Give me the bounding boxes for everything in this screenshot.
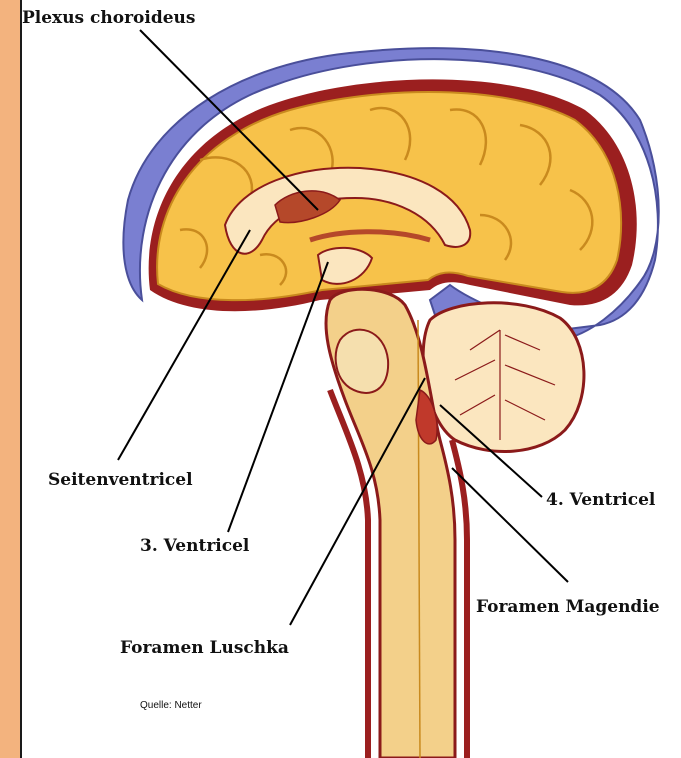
label-foramen-magendie: Foramen Magendie: [476, 597, 660, 617]
label-foramen-luschka: Foramen Luschka: [120, 638, 289, 658]
cerebellum: [423, 303, 584, 452]
label-plexus-choroideus: Plexus choroideus: [22, 8, 195, 28]
label-4-ventricel: 4. Ventricel: [546, 490, 655, 510]
label-3-ventricel: 3. Ventricel: [140, 536, 249, 556]
label-seitenventricel: Seitenventricel: [48, 470, 193, 490]
source-credit: Quelle: Netter: [140, 700, 202, 711]
pons: [336, 330, 388, 393]
